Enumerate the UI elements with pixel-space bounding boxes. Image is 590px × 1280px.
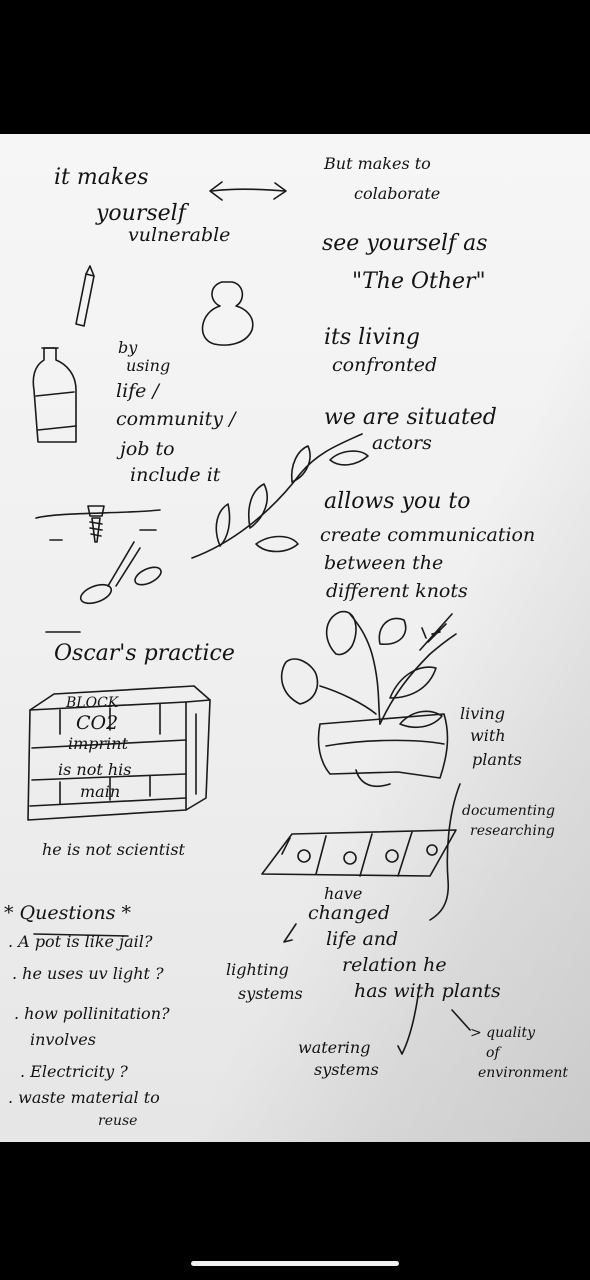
pencil-icon [75,265,95,327]
by-using-note-line: by [118,338,138,357]
situated-note-line: actors [372,432,432,454]
lighting-systems-line: lighting [226,960,289,979]
changed-life-line: relation he [342,954,447,976]
documenting-line: researching [470,823,555,839]
changed-life-line: have [324,884,363,903]
by-using-note-line: job to [120,438,175,460]
quality-env-line: environment [478,1065,569,1081]
other-note-line: "The Other" [352,269,486,294]
question-item: involves [30,1030,96,1049]
living-note-line: its living [324,325,420,350]
question-item: reuse [98,1113,138,1129]
changed-life-line: has with plants [354,980,501,1002]
potted-plant-icon [280,610,457,788]
living-note-line: confronted [332,354,438,376]
leaf-branch-icon [191,433,369,559]
by-using-note-line: include it [130,464,221,486]
communication-note-line: different knots [326,580,468,602]
other-note-line: see yourself as [322,231,488,256]
communication-note-line: allows you to [324,489,471,514]
quality-env-line: > quality [470,1025,535,1041]
brick-text-line: CO2 [76,712,119,734]
watering-systems-line: systems [314,1060,379,1079]
tile-floor [261,829,457,877]
vulnerable-note-line: it makes [54,165,149,190]
brick-wall-icon [27,685,211,821]
vulnerable-note-line: vulnerable [128,224,231,246]
double-arrow-icon [209,181,287,201]
gourd-icon [201,281,254,346]
by-using-note-line: life / [116,380,159,402]
quality-env-line: of [486,1045,500,1061]
home-indicator[interactable] [191,1261,399,1266]
bottle-icon [32,347,77,443]
living-with-plants-line: plants [472,750,522,769]
vulnerable-note-line: yourself [96,201,186,226]
question-item: . Electricity ? [20,1062,128,1081]
brick-text-line: is not his [58,760,132,779]
situated-note-line: we are situated [324,405,497,430]
oscar-caption: he is not scientist [42,840,185,859]
question-item: . he uses uv light ? [12,964,164,983]
screw-icon [35,505,161,543]
question-item: . waste material to [8,1088,160,1107]
by-using-note-line: community / [116,408,236,430]
question-item: . how pollinitation? [14,1004,170,1023]
notebook-page: it makes yourself vulnerable But makes t… [0,134,590,1142]
by-using-note-line: using [126,356,171,375]
watering-systems-line: watering [298,1038,371,1057]
communication-note-line: between the [324,552,444,574]
communication-note-line: create communication [320,524,536,546]
changed-life-line: life and [326,928,399,950]
questions-title: * Questions * [4,902,132,924]
brick-text-line: BLOCK [66,695,119,711]
brick-text-line: main [80,782,121,801]
living-with-plants-line: living [460,704,505,723]
collaborate-note-line: colaborate [354,184,441,203]
lighting-systems-line: systems [238,984,303,1003]
collaborate-note-line: But makes to [324,154,431,173]
living-with-plants-line: with [470,726,506,745]
scissors-icon [79,541,162,605]
changed-life-line: changed [308,902,391,924]
documenting-line: documenting [462,803,555,819]
brick-text-line: imprint [68,734,129,753]
question-item: . A pot is like jail? [8,932,153,951]
oscar-practice-title: Oscar's practice [54,641,235,666]
sketch-layer [27,181,471,1055]
